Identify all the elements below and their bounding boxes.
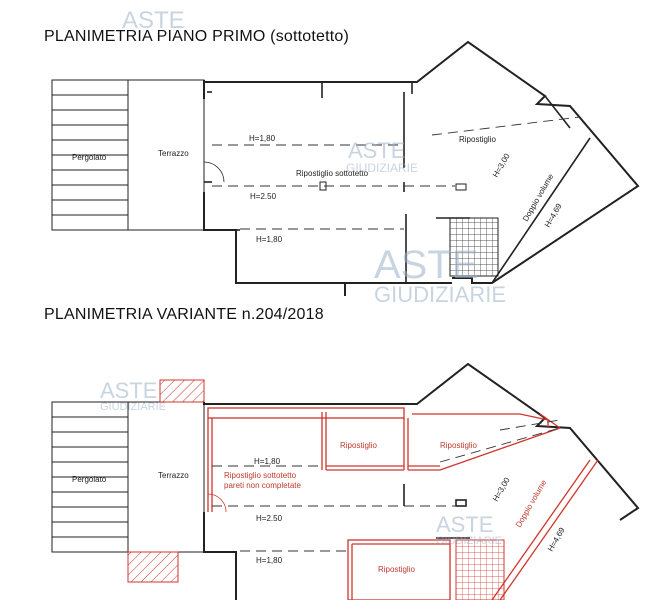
watermark-aste-2: ASTE xyxy=(348,138,405,163)
watermark-giudiziarie-5: GIUDIZIARIE xyxy=(436,535,502,547)
plan2-hatch-top xyxy=(159,379,205,403)
watermarks: ASTE ASTE GIUDIZIARIE ASTE GIUDIZIARIE A… xyxy=(100,7,506,547)
plan1-terrazzo-area xyxy=(127,79,205,231)
watermark-aste-1: ASTE xyxy=(122,7,185,34)
plan2-title: PLANIMETRIA VARIANTE n.204/2018 xyxy=(44,306,324,323)
plan1-terrazzo-label: Terrazzo xyxy=(158,149,189,158)
plan1: Pergolato Terrazzo H=1,80 Ripostiglio so… xyxy=(51,40,640,296)
plan1-h180-bottom-label: H=1,80 xyxy=(256,235,283,244)
plan2-stairs xyxy=(455,539,505,600)
watermark-aste-3: ASTE xyxy=(374,243,478,287)
plan2-doppio-volume-label: Doppio volume xyxy=(514,478,549,529)
plan2-pareti-non-completate-label: pareti non completate xyxy=(224,481,301,490)
plan2-ripostiglio-a-label: Ripostiglio xyxy=(340,441,377,450)
watermark-aste-5: ASTE xyxy=(436,512,493,537)
plan2-h300-label: H=3,00 xyxy=(491,475,512,503)
plan1-h180-top-label: H=1,80 xyxy=(249,134,276,143)
plan2-ripostiglio-sottotetto-label: Ripostiglio sottotetto xyxy=(224,471,297,480)
plan1-walls xyxy=(203,40,640,296)
plan1-pergolato xyxy=(51,79,129,231)
plan2-h180-top-label: H=1,80 xyxy=(254,457,281,466)
plan1-title: PLANIMETRIA PIANO PRIMO (sottotetto) xyxy=(44,28,350,45)
watermark-giudiziarie-4: GIUDIZIARIE xyxy=(100,401,166,413)
plan1-h300-label: H=3,00 xyxy=(491,151,512,179)
watermark-giudiziarie-3: GIUDIZIARIE xyxy=(374,282,506,307)
plan1-stairs xyxy=(449,217,499,277)
plan1-h469-label: H=4,69 xyxy=(543,201,564,229)
plan2-ripostiglio-c-label: Ripostiglio xyxy=(378,565,415,574)
plan1-ripostiglio-label: Ripostiglio xyxy=(459,135,496,144)
plan1-ripostiglio-sottotetto-label: Ripostiglio sottotetto xyxy=(296,169,369,178)
plan2-ripostiglio-b-label: Ripostiglio xyxy=(440,441,477,450)
plan2-h180-bottom-label: H=1,80 xyxy=(256,556,283,565)
plan2-h250-label: H=2.50 xyxy=(256,514,283,523)
watermark-aste-4: ASTE xyxy=(100,378,157,403)
plan1-pergolato-label: Pergolato xyxy=(72,153,107,162)
plan1-h250-label: H=2.50 xyxy=(250,192,277,201)
plan2-pergolato-label: Pergolato xyxy=(72,475,107,484)
plan2-terrazzo-label: Terrazzo xyxy=(158,471,189,480)
plan2-hatch-bottom xyxy=(127,551,179,583)
plan2-variant-walls[interactable] xyxy=(207,407,599,600)
watermark-giudiziarie-2: GIUDIZIARIE xyxy=(346,161,418,175)
plan2-pergolato xyxy=(51,401,129,553)
